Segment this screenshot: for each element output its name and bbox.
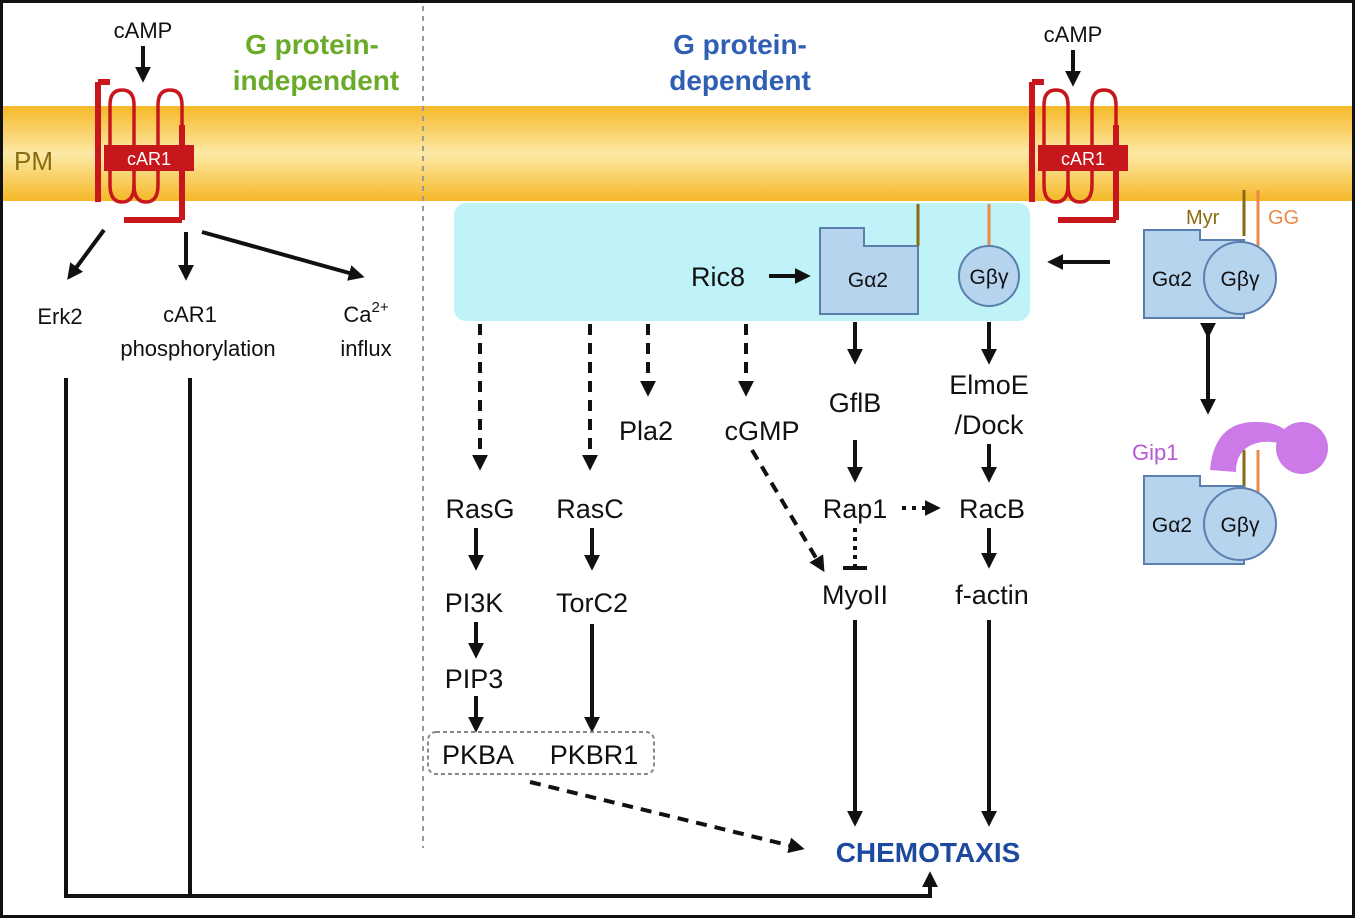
myoii-label: MyoII [822, 580, 888, 610]
ca-label: Ca2+ [343, 299, 388, 327]
rap1-label: Rap1 [823, 494, 888, 524]
elmoe-label-line1: ElmoE [949, 370, 1029, 400]
pm-label: PM [14, 146, 53, 176]
gflb-label: GflB [829, 388, 882, 418]
gip1-protein-shape [1210, 421, 1298, 472]
plasma-membrane [3, 106, 1352, 201]
dash-pkb-to-chemotaxis [529, 780, 805, 854]
phosphorylation-label-line2: phosphorylation [120, 336, 275, 361]
header-independent-line2: independent [233, 65, 399, 96]
factin-label: f-actin [955, 580, 1029, 610]
elmoe-label-line2: /Dock [954, 410, 1024, 440]
rasc-label: RasC [556, 494, 624, 524]
car1-label-right: cAR1 [1061, 149, 1105, 169]
gip1-label: Gip1 [1132, 440, 1178, 465]
dash-cgmp-to-myoii [750, 448, 825, 573]
arrow-to-erk2 [67, 228, 106, 280]
pla2-label: Pla2 [619, 416, 673, 446]
pkba-label: PKBA [442, 740, 514, 770]
racb-label: RacB [959, 494, 1025, 524]
erk2-to-chemotaxis-line [64, 378, 938, 898]
gbg-protein: Gβγ [958, 204, 1020, 307]
pkb-group-box [427, 731, 655, 775]
gip1-gbg-label: Gβγ [1221, 514, 1260, 537]
car1-label-left: cAR1 [127, 149, 171, 169]
myr-label: Myr [1186, 207, 1220, 229]
gip1-bound-heterotrimer: Gα2 Gβγ [1143, 421, 1328, 565]
chemotaxis-label: CHEMOTAXIS [836, 837, 1021, 868]
arrow-to-ca-influx [201, 230, 365, 281]
phosphorylation-label-line1: cAR1 [163, 302, 217, 327]
erk2-label: Erk2 [37, 304, 82, 329]
torc2-label: TorC2 [556, 588, 628, 618]
gg-label: GG [1268, 207, 1299, 229]
gip1-galpha2-label: Gα2 [1152, 514, 1192, 537]
car1-receptor-left: cAR1 [95, 79, 194, 223]
ca-base: Ca [343, 302, 372, 327]
cgmp-label: cGMP [724, 416, 799, 446]
header-independent-line1: G protein- [245, 29, 379, 60]
pkbr1-label: PKBR1 [550, 740, 639, 770]
pi3k-label: PI3K [445, 588, 504, 618]
galpha2-protein: Gα2 [819, 204, 920, 315]
ric8-label: Ric8 [691, 262, 745, 292]
camp-right: cAMP [1044, 22, 1103, 47]
rasg-label: RasG [445, 494, 514, 524]
side-gbg-label: Gβγ [1221, 268, 1260, 291]
pip3-label: PIP3 [445, 664, 504, 694]
gbg-label: Gβγ [970, 266, 1009, 289]
side-heterotrimer: Gα2 Gβγ [1143, 190, 1277, 319]
header-dependent-line2: dependent [669, 65, 811, 96]
ca-influx-label: influx [340, 336, 391, 361]
ca-superscript: 2+ [372, 299, 389, 316]
car1-receptor-right: cAR1 [1029, 79, 1128, 223]
galpha2-label: Gα2 [848, 269, 888, 292]
camp-left: cAMP [114, 18, 173, 43]
side-galpha2-label: Gα2 [1152, 268, 1192, 291]
header-dependent-line1: G protein- [673, 29, 807, 60]
